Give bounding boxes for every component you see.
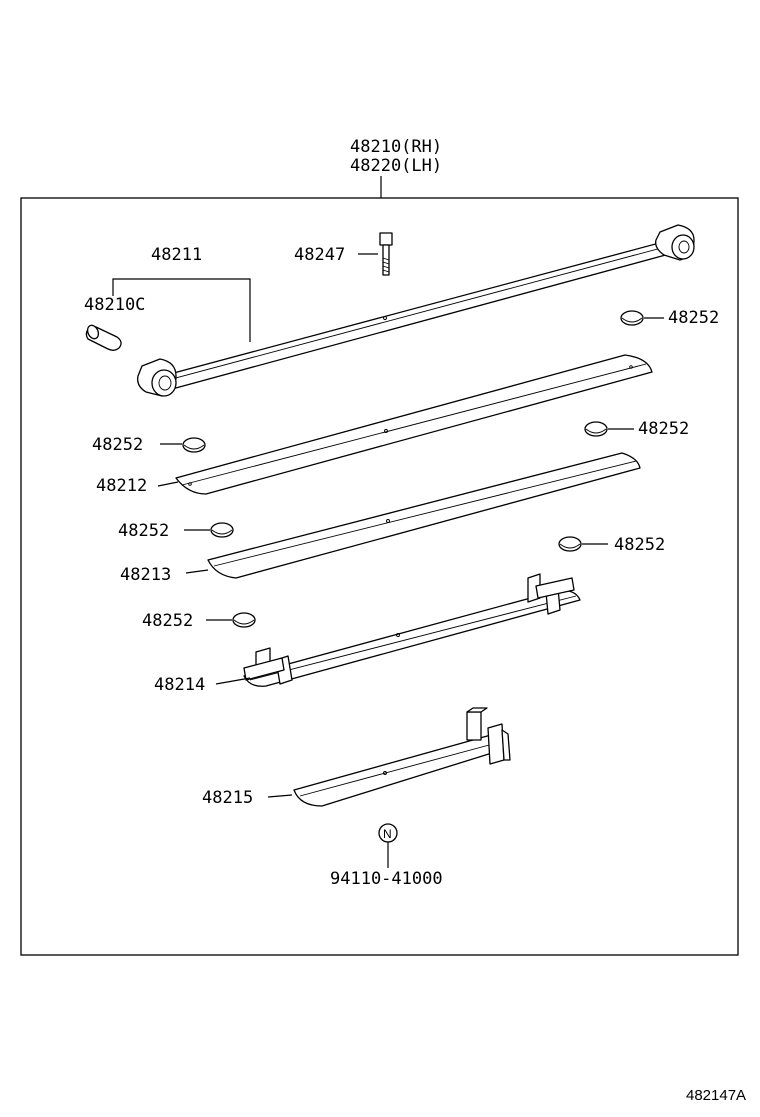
nut-marker-letter: N (383, 827, 392, 841)
pad-48252-d (210, 522, 234, 538)
label-48211: 48211 (151, 245, 202, 265)
pad-48252-e (558, 536, 582, 552)
pad-48252-f (232, 612, 256, 628)
assembly-frame (20, 197, 739, 956)
label-48212: 48212 (96, 476, 147, 496)
bushing-48210c (85, 324, 122, 351)
main-leaf-48211 (137, 224, 695, 397)
leader-48214 (215, 677, 251, 685)
leader-48211 (112, 278, 251, 342)
label-48252-a: 48252 (668, 308, 719, 328)
label-48214: 48214 (154, 675, 205, 695)
leaf-48214 (243, 573, 581, 687)
nut-icon: N (378, 823, 398, 843)
leaf-48213 (207, 452, 641, 579)
leader-48215 (267, 794, 293, 798)
label-48210c: 48210C (84, 295, 145, 315)
leader-48212 (157, 481, 179, 487)
label-48252-c: 48252 (638, 419, 689, 439)
leaf-48212 (175, 354, 653, 495)
label-48252-b: 48252 (92, 435, 143, 455)
label-94110-41000: 94110-41000 (330, 869, 443, 889)
pad-48252-c (584, 421, 608, 437)
label-48215: 48215 (202, 788, 253, 808)
assembly-part-rh: 48210(RH) (350, 137, 442, 157)
leaf-48215 (293, 707, 511, 807)
label-48213: 48213 (120, 565, 171, 585)
assembly-part-lh: 48220(LH) (350, 156, 442, 176)
label-48252-d: 48252 (118, 521, 169, 541)
center-bolt-48247 (379, 232, 393, 276)
pad-48252-b (182, 437, 206, 453)
figure-number: 482147A (686, 1087, 746, 1104)
label-48247: 48247 (294, 245, 345, 265)
pad-48252-a (620, 310, 644, 326)
leader-48213 (185, 569, 209, 574)
label-48252-f: 48252 (142, 611, 193, 631)
label-48252-e: 48252 (614, 535, 665, 555)
